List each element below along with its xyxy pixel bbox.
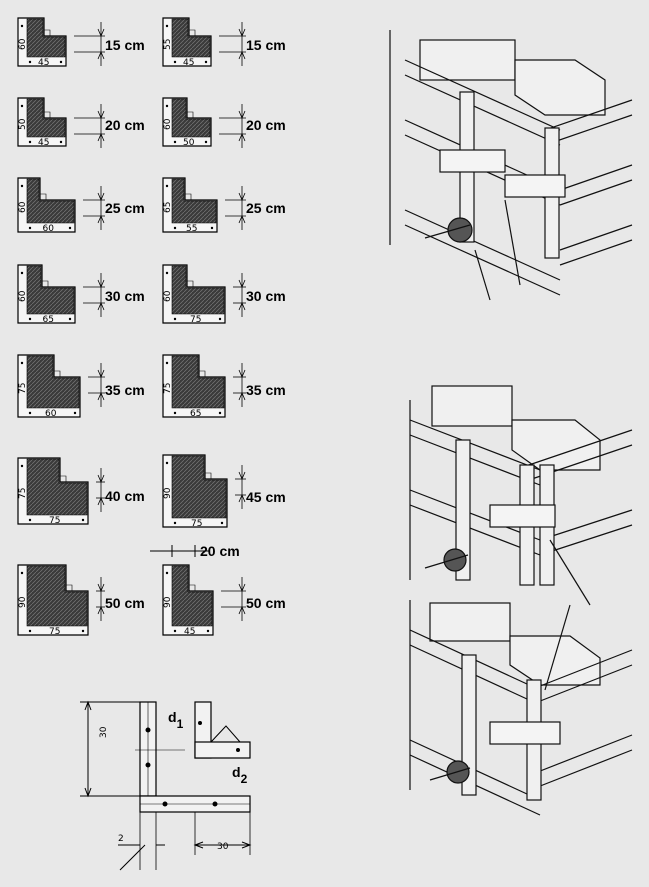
corner-piece-bottom-label: 50 [183,138,195,148]
corner-piece: 75 65 35 cm [162,354,286,419]
corner-piece-bottom-label: 60 [45,409,57,419]
corner-piece-side-label: 90 [163,487,173,499]
corner-piece-dimension: 25 cm [105,200,145,216]
corner-piece-side-label: 75 [18,383,28,394]
corner-piece-side-label: 50 [18,118,28,130]
corner-piece-dimension: 40 cm [105,488,145,504]
corner-piece-dimension: 50 cm [246,595,286,611]
corner-piece: 60 50 20 cm [162,97,286,148]
top-dimension-label: 20 cm [200,543,240,559]
formwork-illustration-bottom [409,600,633,816]
corner-piece-side-label: 90 [163,596,173,608]
corner-piece-dimension: 30 cm [246,288,286,304]
corner-piece-bottom-label: 65 [43,315,54,325]
detail-height-label: 30 [99,726,109,738]
corner-piece-side-label: 60 [18,201,28,213]
detail-gap-label: 2 [118,834,124,844]
corner-piece-dimension: 30 cm [105,288,145,304]
corner-piece: 90 45 50 cm [162,564,286,637]
corner-piece: 50 45 20 cm [17,97,145,148]
corner-piece-bottom-label: 65 [190,409,201,419]
corner-piece-dimension: 20 cm [246,117,286,133]
corner-piece-dimension: 45 cm [246,489,286,505]
d1-label: d1 [168,709,184,731]
corner-piece-dimension: 25 cm [246,200,286,216]
corner-piece-bottom-label: 75 [49,516,60,526]
corner-piece-side-label: 65 [163,202,173,213]
corner-piece-side-label: 55 [163,39,173,50]
corner-piece-bottom-label: 60 [43,224,55,234]
corner-piece: 60 65 30 cm [17,264,145,325]
corner-piece: 55 45 15 cm [162,17,286,68]
corner-piece-side-label: 60 [18,38,28,50]
corner-piece-dimension: 15 cm [105,37,145,53]
detail-drawing [80,700,252,871]
corner-piece: 60 75 30 cm [162,264,286,325]
corner-piece-dimension: 35 cm [105,382,145,398]
top-dimension: 20 cm [150,543,240,559]
corner-piece-dimension: 50 cm [105,595,145,611]
detail-width-label: 30 [217,842,229,852]
corner-piece-side-label: 60 [163,118,173,130]
corner-piece-side-label: 60 [18,290,28,302]
corner-piece-side-label: 75 [18,488,28,499]
corner-piece-bottom-label: 45 [184,627,195,637]
corner-piece-bottom-label: 45 [183,58,194,68]
corner-piece-dimension: 15 cm [246,37,286,53]
corner-piece: 90 75 50 cm [17,564,145,637]
corner-piece-side-label: 60 [163,290,173,302]
corner-piece-side-label: 90 [18,596,28,608]
corner-piece-bottom-label: 55 [186,224,197,234]
corner-piece-side-label: 75 [163,383,173,394]
corner-piece-dimension: 35 cm [246,382,286,398]
corner-piece-bottom-label: 45 [38,138,49,148]
corner-piece-bottom-label: 75 [49,627,60,637]
d2-label: d2 [232,764,248,786]
corner-piece: 65 55 25 cm [162,177,286,234]
corner-piece-dimension: 20 cm [105,117,145,133]
formwork-illustration-top [389,30,633,301]
corner-piece: 75 60 35 cm [17,354,145,419]
corner-piece-bottom-label: 75 [191,519,202,529]
corner-piece: 60 45 15 cm [17,17,145,68]
corner-piece: 60 60 25 cm [17,177,145,234]
corner-piece: 75 75 40 cm [17,457,145,526]
corner-piece-bottom-label: 75 [190,315,201,325]
corner-piece: 90 75 45 cm [162,454,286,529]
corner-piece-bottom-label: 45 [38,58,49,68]
formwork-illustration-middle [409,385,633,606]
